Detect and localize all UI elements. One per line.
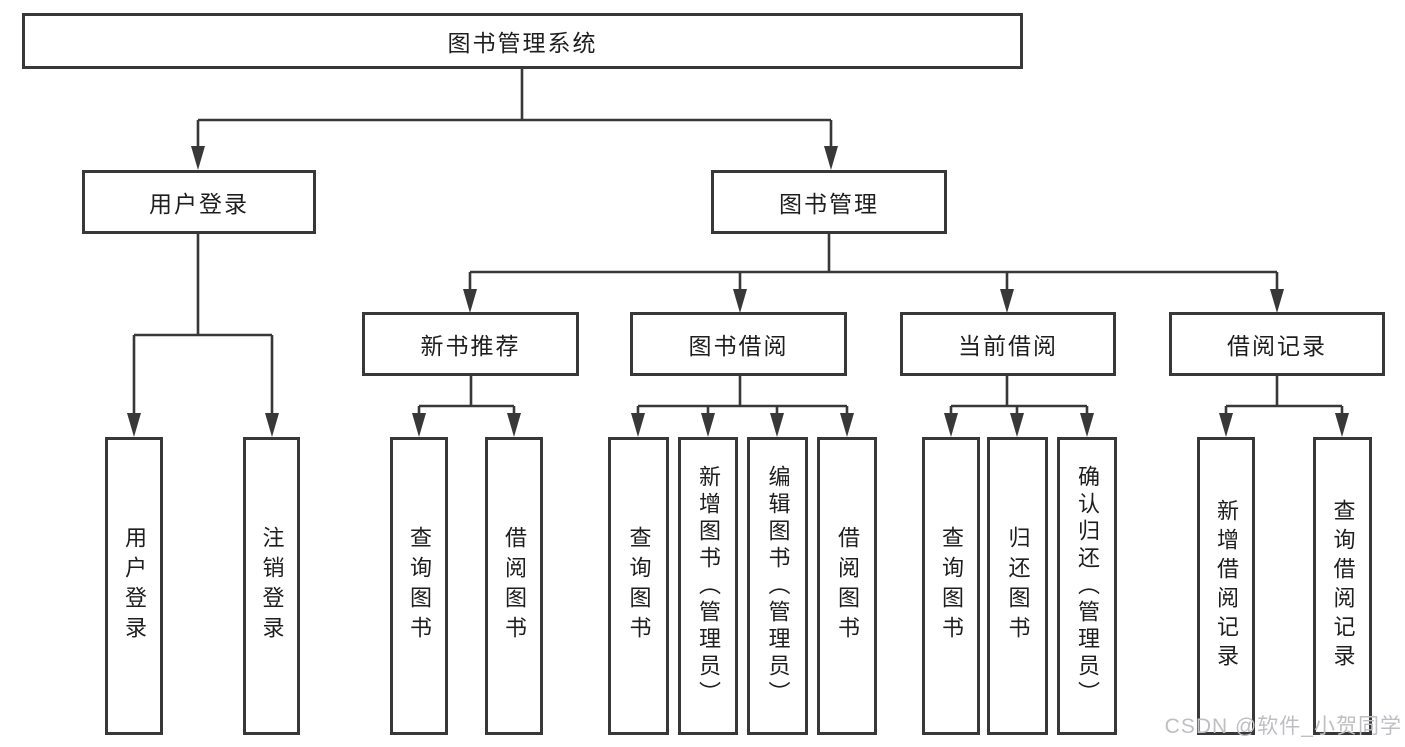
leaf-query-borrow-record: 查询借阅记录 — [1313, 437, 1372, 735]
leaf-user-login-label: 用户登录 — [122, 526, 147, 646]
leaf-add-borrow-record: 新增借阅记录 — [1197, 437, 1255, 735]
tree-edges — [132, 69, 1344, 418]
leaf-edit-book-admin-label: 编辑图书（管理员） — [765, 464, 791, 708]
node-book-management: 图书管理 — [711, 170, 947, 234]
leaf-borrow-book: 借阅图书 — [817, 437, 877, 735]
leaf-borrow-book-recommend: 借阅图书 — [485, 437, 543, 735]
leaf-add-book-admin: 新增图书（管理员） — [678, 437, 738, 735]
leaf-logout-login: 注销登录 — [243, 437, 300, 735]
node-new-book-recommend-label: 新书推荐 — [420, 333, 521, 359]
node-borrow-records: 借阅记录 — [1169, 312, 1385, 376]
node-user-login-label: 用户登录 — [149, 191, 249, 217]
leaf-query-book-borrow: 查询图书 — [608, 437, 669, 735]
node-current-borrow-label: 当前借阅 — [958, 333, 1058, 359]
csdn-watermark: CSDN @软件_小贺同学 — [1164, 715, 1402, 738]
node-book-management-label: 图书管理 — [779, 191, 879, 217]
leaf-logout-login-label: 注销登录 — [259, 526, 285, 646]
node-user-login: 用户登录 — [82, 170, 316, 234]
leaf-query-book-current-label: 查询图书 — [939, 526, 964, 646]
leaf-add-borrow-record-label: 新增借阅记录 — [1214, 499, 1239, 673]
leaf-confirm-return-admin: 确认归还（管理员） — [1057, 437, 1117, 735]
leaf-return-book-label: 归还图书 — [1005, 526, 1031, 646]
node-new-book-recommend: 新书推荐 — [362, 312, 579, 376]
leaf-user-login: 用户登录 — [105, 437, 163, 735]
leaf-confirm-return-admin-label: 确认归还（管理员） — [1075, 464, 1100, 708]
leaf-query-book-current: 查询图书 — [922, 437, 980, 735]
leaf-return-book: 归还图书 — [987, 437, 1048, 735]
node-borrow-records-label: 借阅记录 — [1227, 333, 1327, 359]
leaf-query-book-recommend-label: 查询图书 — [407, 526, 432, 646]
node-root-label: 图书管理系统 — [447, 30, 598, 56]
leaf-add-book-admin-label: 新增图书（管理员） — [696, 464, 721, 708]
node-book-borrow: 图书借阅 — [630, 312, 847, 376]
leaf-query-borrow-record-label: 查询借阅记录 — [1330, 499, 1356, 673]
leaf-borrow-book-recommend-label: 借阅图书 — [502, 526, 527, 646]
node-root-system: 图书管理系统 — [22, 13, 1023, 69]
leaf-edit-book-admin: 编辑图书（管理员） — [747, 437, 808, 735]
leaf-query-book-recommend: 查询图书 — [390, 437, 448, 735]
leaf-query-book-borrow-label: 查询图书 — [626, 526, 652, 646]
node-book-borrow-label: 图书借阅 — [688, 333, 789, 359]
leaf-borrow-book-label: 借阅图书 — [835, 526, 860, 646]
node-current-borrow: 当前借阅 — [900, 312, 1116, 376]
arrowheads — [127, 146, 1349, 437]
